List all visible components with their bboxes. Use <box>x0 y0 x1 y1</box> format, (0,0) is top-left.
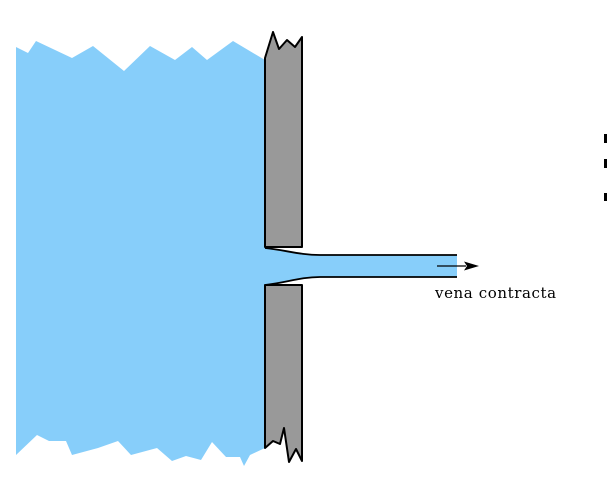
jet-upper-boundary <box>264 247 457 256</box>
vena-contracta-arrow <box>437 261 479 271</box>
jet-lower-boundary <box>264 276 457 286</box>
wall-upper <box>264 31 303 248</box>
clipped-text-fragments <box>604 134 607 201</box>
water-reservoir <box>16 41 265 466</box>
water-jet <box>265 248 457 285</box>
vena-contracta-label: vena contracta <box>434 284 557 302</box>
wall-lower <box>264 284 303 463</box>
